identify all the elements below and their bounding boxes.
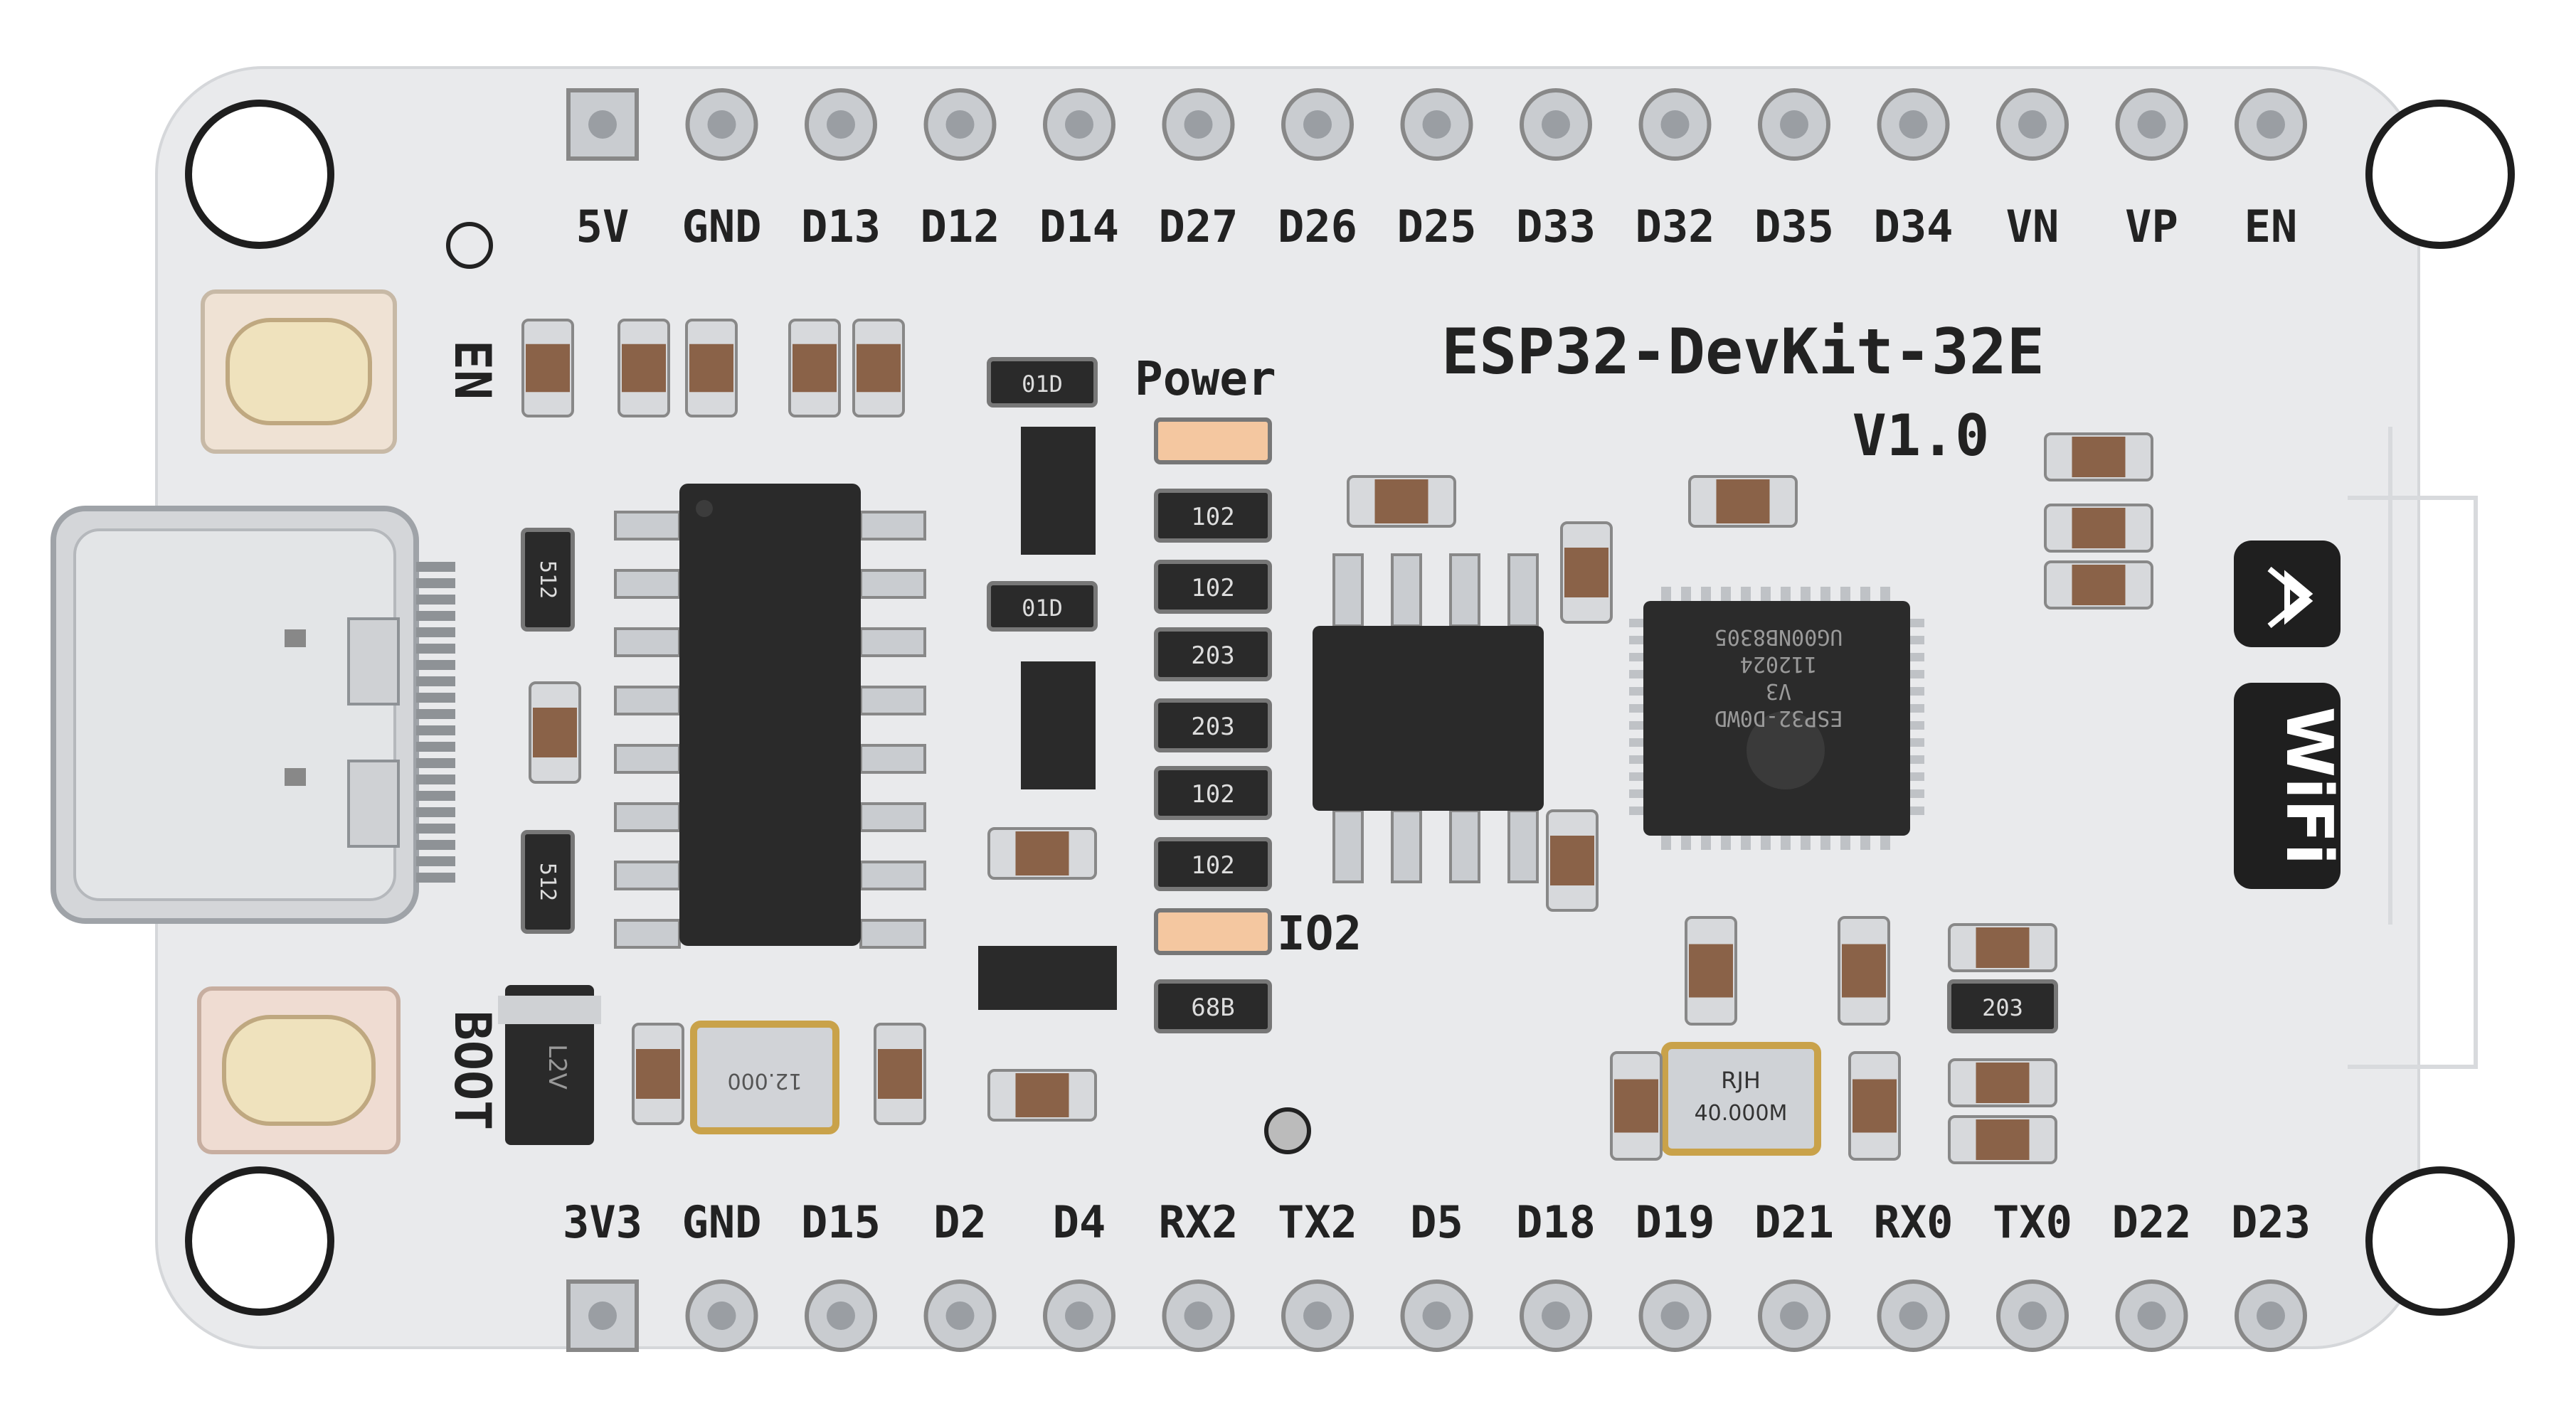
svg-text:68B: 68B <box>1191 994 1234 1022</box>
svg-text:40.000M: 40.000M <box>1695 1101 1788 1126</box>
pcb <box>155 66 2420 1349</box>
svg-text:102: 102 <box>1191 503 1234 531</box>
en-button[interactable] <box>201 289 397 454</box>
pin-label: D18 <box>1516 1196 1596 1248</box>
board-version: V1.0 <box>1853 403 1990 469</box>
pin-label: D13 <box>801 201 881 252</box>
svg-text:203: 203 <box>1982 994 2023 1021</box>
fiducial-top <box>446 222 493 269</box>
pin-label: D34 <box>1874 201 1954 252</box>
svg-text:WiFi: WiFi <box>2272 707 2346 865</box>
transistors <box>978 427 1117 1010</box>
board-title: ESP32-DevKit-32E <box>1441 315 2045 388</box>
pin-label: D21 <box>1754 1196 1834 1248</box>
boot-button[interactable] <box>197 986 401 1154</box>
pin-label: D22 <box>2112 1196 2192 1248</box>
pin-label: D23 <box>2231 1196 2311 1248</box>
sop8-chip <box>1313 553 1544 883</box>
usb-c-connector[interactable] <box>51 506 419 924</box>
pin-label: D25 <box>1397 201 1477 252</box>
pin-label: GND <box>682 1196 762 1248</box>
pin-label: TX0 <box>1993 1196 2072 1248</box>
pin-label: RX0 <box>1874 1196 1954 1248</box>
pin-label: D2 <box>933 1196 987 1248</box>
crystal-main: RJH 40.000M <box>1661 1042 1821 1156</box>
svg-text:ESP32-D0WDV3112024UG00NB8305: ESP32-D0WDV3112024UG00NB8305 <box>1714 624 1843 730</box>
pin-label: 5V <box>576 201 630 252</box>
antenna-area <box>2348 427 2478 1069</box>
svg-text:01D: 01D <box>1022 371 1063 398</box>
power-led <box>1154 417 1272 464</box>
svg-text:203: 203 <box>1191 713 1234 741</box>
pin-label: D4 <box>1053 1196 1106 1248</box>
svg-text:102: 102 <box>1191 574 1234 602</box>
svg-text:102: 102 <box>1191 780 1234 809</box>
pin-label: EN <box>2244 201 2298 252</box>
bottom-pin-header <box>566 1279 2307 1352</box>
svg-text:512: 512 <box>535 560 560 599</box>
smd-capacitors <box>521 319 2153 1164</box>
pin-label: 3V3 <box>563 1196 642 1248</box>
pin-label: VN <box>2006 201 2060 252</box>
pin-label: D15 <box>801 1196 881 1248</box>
bluetooth-icon <box>2234 541 2341 647</box>
pin-label: D27 <box>1159 201 1239 252</box>
esp32-main-chip: ESP32-D0WDV3112024UG00NB8305 <box>1629 587 1924 850</box>
svg-text:203: 203 <box>1191 642 1234 670</box>
resistor-column: 102 102 203 203 102 102 68B 01D 01D 512 512 203 <box>521 357 2058 1033</box>
top-pin-header <box>566 88 2307 161</box>
svg-text:12.000: 12.000 <box>728 1068 802 1093</box>
pin-label: D32 <box>1636 201 1715 252</box>
svg-text:RJH: RJH <box>1721 1067 1761 1094</box>
svg-text:102: 102 <box>1191 851 1234 880</box>
boot-button-label: BOOT <box>443 1011 502 1131</box>
svg-text:01D: 01D <box>1022 595 1063 622</box>
pin-label: D26 <box>1278 201 1357 252</box>
power-led-label: Power <box>1135 351 1276 406</box>
pin-label: D12 <box>921 201 1000 252</box>
usb-c-pads <box>416 562 455 883</box>
pin-label: D14 <box>1039 201 1119 252</box>
fiducial-bottom <box>1264 1107 1311 1154</box>
pin-label: D5 <box>1410 1196 1463 1248</box>
usb-serial-chip <box>614 484 926 949</box>
svg-text:L2V: L2V <box>543 1044 571 1090</box>
diode: L2V <box>498 985 601 1145</box>
mounting-holes <box>185 100 2515 1316</box>
io2-led-label: IO2 <box>1277 906 1362 961</box>
svg-text:512: 512 <box>535 863 560 901</box>
pin-label: D33 <box>1516 201 1596 252</box>
pin-label: GND <box>682 201 762 252</box>
crystal-usb: 12.000 <box>690 1021 839 1134</box>
en-button-label: EN <box>443 340 502 400</box>
wifi-badge: WiFi <box>2234 683 2346 889</box>
pin-label: RX2 <box>1159 1196 1239 1248</box>
pin-label: VP <box>2125 201 2178 252</box>
io2-led <box>1154 908 1272 955</box>
pin-label: D35 <box>1754 201 1834 252</box>
pin-label: TX2 <box>1278 1196 1357 1248</box>
pin-label: D19 <box>1636 1196 1715 1248</box>
